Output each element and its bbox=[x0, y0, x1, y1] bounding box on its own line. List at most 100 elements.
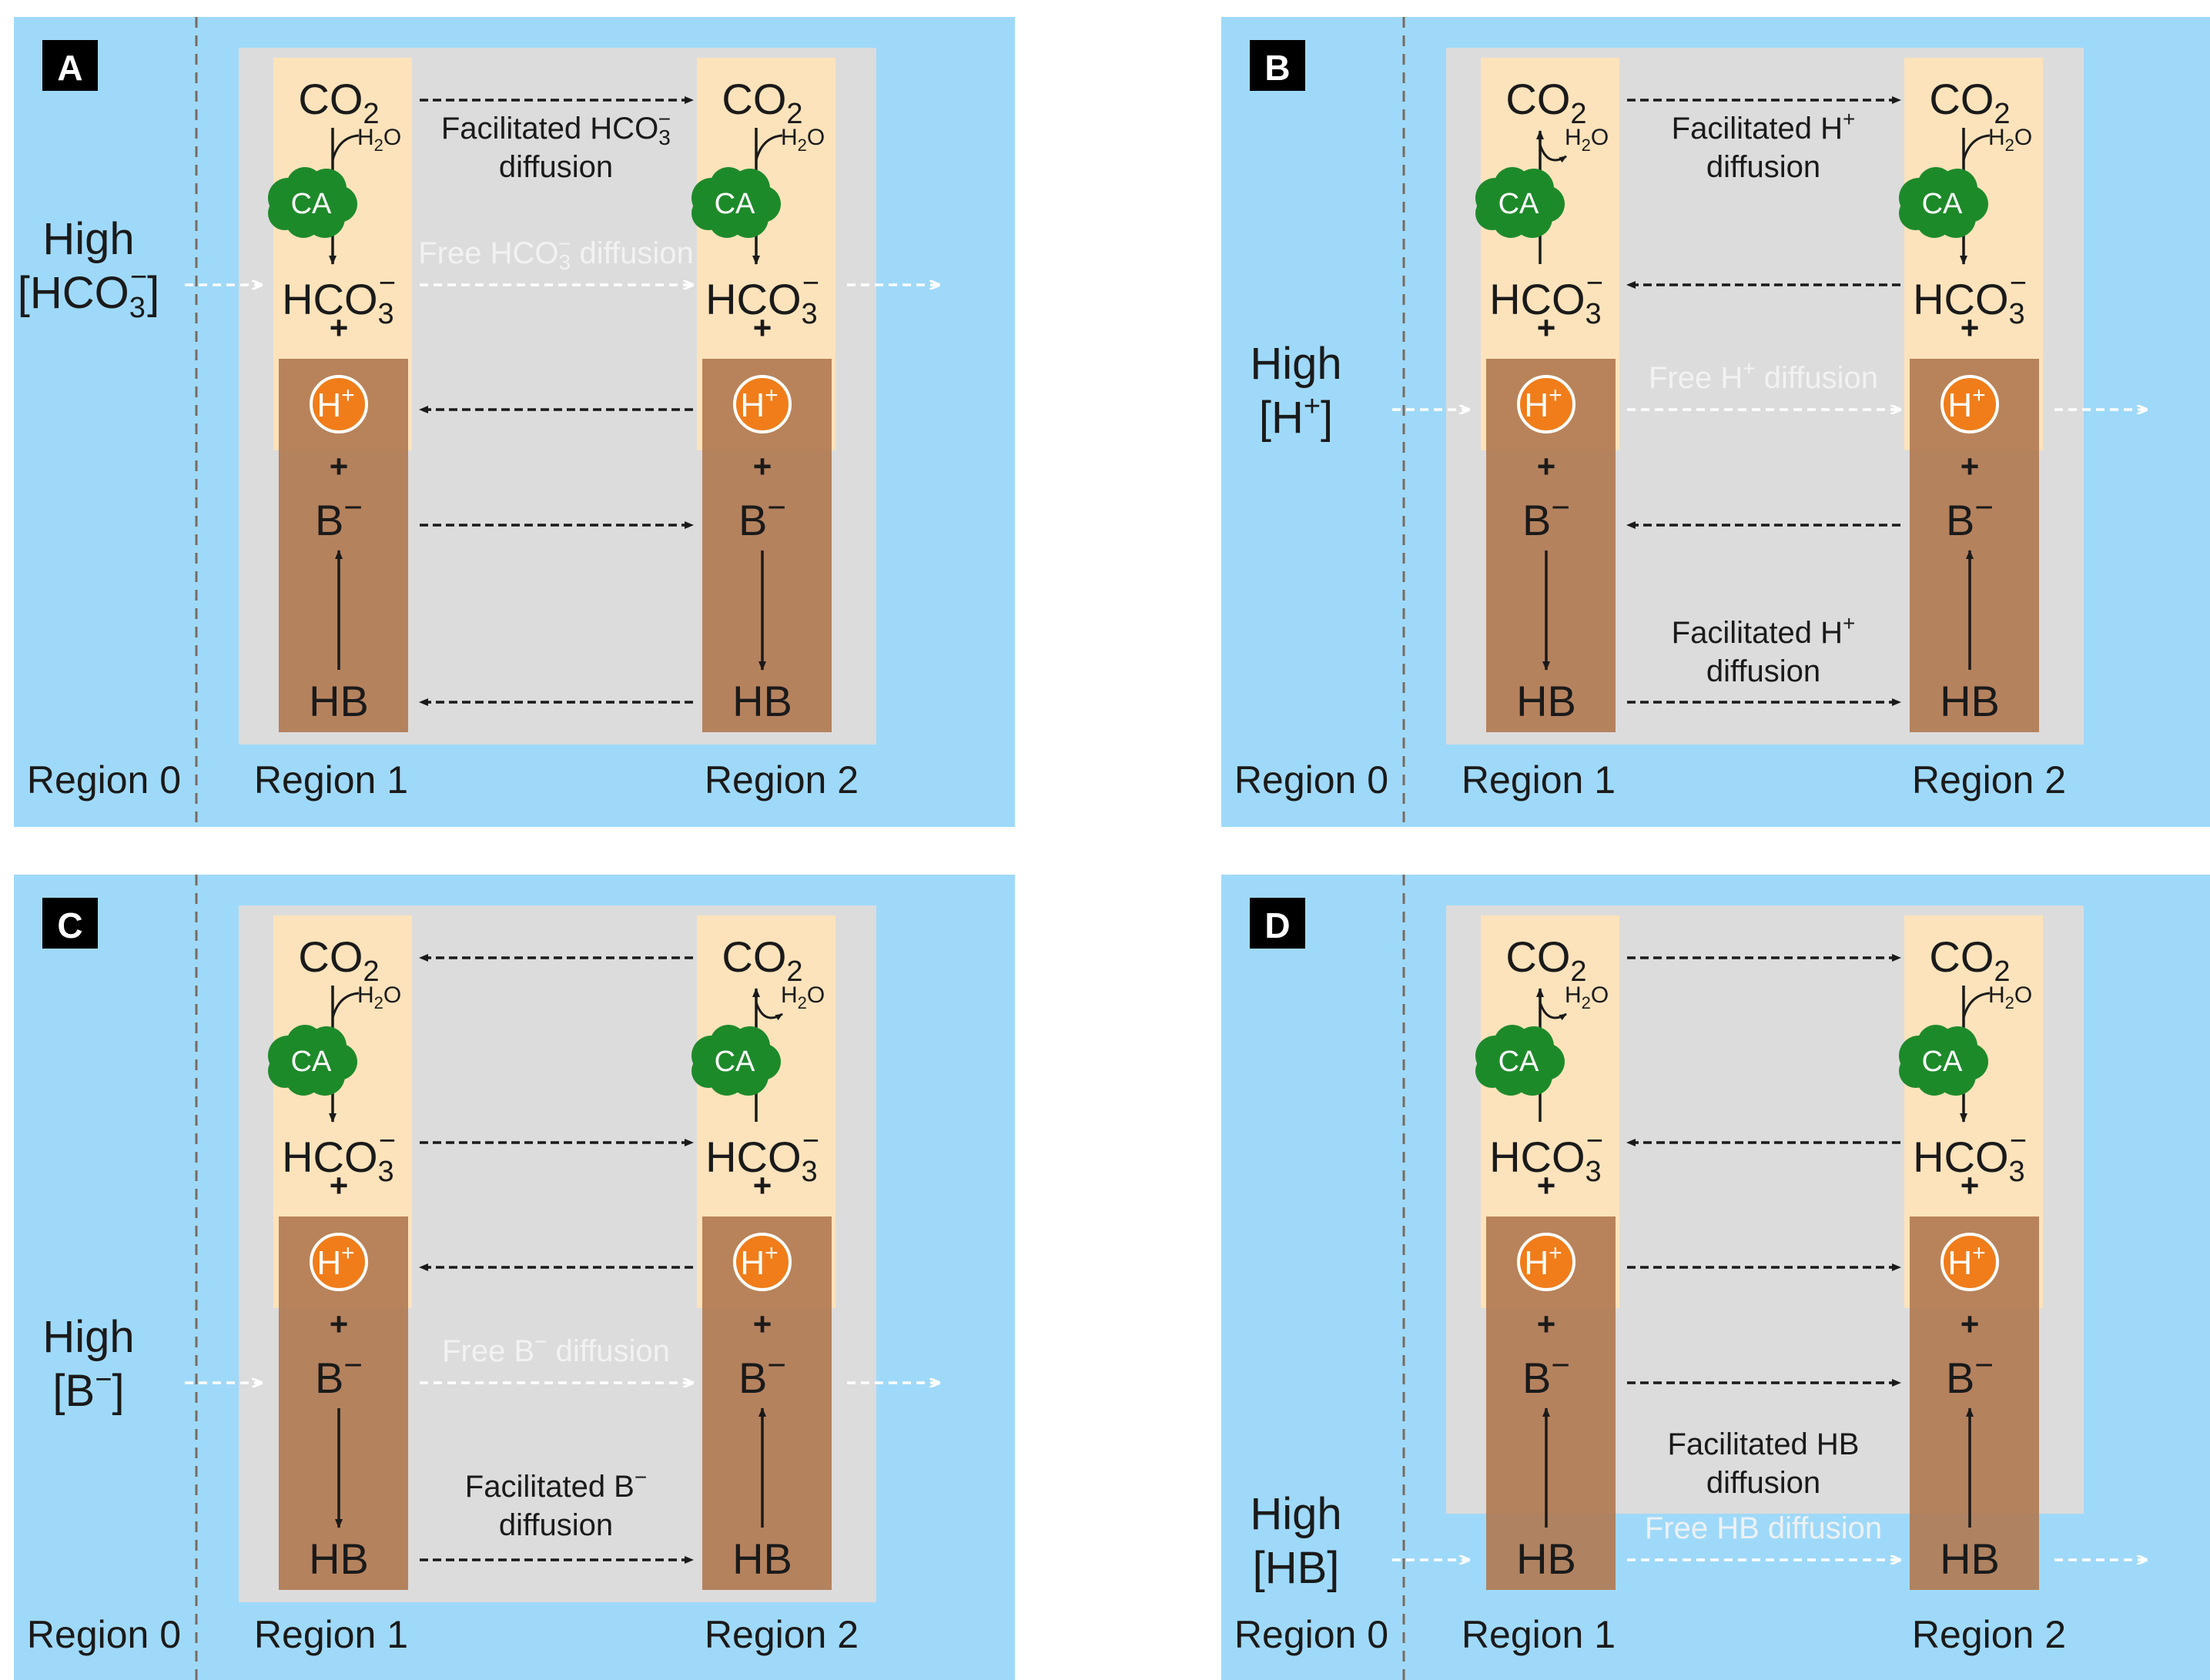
plus-sign: + bbox=[1537, 448, 1556, 484]
text-span: [B bbox=[52, 1366, 95, 1416]
plus-sign: + bbox=[1961, 1167, 1980, 1203]
text-span: HCO bbox=[1913, 275, 2008, 323]
high-concentration-label: High bbox=[1250, 1489, 1341, 1539]
text-span: O bbox=[1591, 982, 1609, 1008]
h2o-label: H2O bbox=[357, 125, 401, 155]
text-span: diffusion bbox=[499, 1508, 613, 1542]
text-span: + bbox=[1537, 1167, 1556, 1203]
region-0-label: Region 0 bbox=[27, 758, 181, 802]
facilitated-label-line2: diffusion bbox=[1706, 654, 1820, 688]
text-span: 3 bbox=[378, 1156, 394, 1188]
text-span: Free HCO bbox=[418, 236, 558, 270]
high-concentration-species: [B−] bbox=[52, 1364, 124, 1416]
text-span: HCO bbox=[705, 275, 801, 323]
text-span: 2 bbox=[1994, 955, 2010, 988]
ca-label: CA bbox=[291, 1046, 332, 1078]
proton-label: H+ bbox=[1524, 1240, 1562, 1282]
proton-label: H+ bbox=[316, 1240, 354, 1282]
plus-sign: + bbox=[330, 310, 349, 346]
plus-sign: + bbox=[753, 1167, 772, 1203]
text-span: 3 bbox=[558, 250, 571, 274]
region-1-label: Region 1 bbox=[254, 1613, 408, 1656]
text-span: + bbox=[765, 383, 779, 408]
text-span: 2 bbox=[1994, 98, 2010, 130]
text-span: CO bbox=[1929, 75, 1994, 123]
region-2-label: Region 2 bbox=[1912, 1613, 2066, 1656]
proton-badge: H+ bbox=[1517, 375, 1575, 433]
proton-circle bbox=[310, 375, 368, 433]
facilitated-label-line2: diffusion bbox=[1706, 1466, 1820, 1500]
text-span: [HCO bbox=[18, 268, 129, 318]
text-span: + bbox=[1972, 1240, 1986, 1266]
text-span: 2 bbox=[2005, 136, 2014, 155]
h2o-label: H2O bbox=[781, 982, 825, 1012]
co2-label: CO2 bbox=[1929, 932, 2010, 988]
text-span: 2 bbox=[363, 955, 379, 988]
hb-label: HB bbox=[1940, 677, 2000, 725]
text-span: CO bbox=[1505, 75, 1570, 123]
text-span: O bbox=[383, 982, 401, 1008]
hco3-label: HCO3− bbox=[282, 267, 396, 330]
text-span: O bbox=[807, 125, 825, 150]
text-span: CA bbox=[1498, 188, 1539, 220]
text-span: B bbox=[1264, 48, 1290, 88]
panel-letter: C bbox=[57, 905, 82, 945]
proton-label: H+ bbox=[1524, 383, 1562, 424]
text-span: 3 bbox=[658, 125, 671, 149]
panel-letter: B bbox=[1264, 48, 1290, 88]
ca-label: CA bbox=[1922, 1046, 1963, 1078]
ca-blob bbox=[285, 176, 337, 229]
text-span: 3 bbox=[802, 1156, 818, 1188]
text-span: + bbox=[1961, 1306, 1980, 1342]
text-span: 2 bbox=[374, 993, 383, 1012]
text-span: Region 1 bbox=[254, 758, 408, 802]
text-span: + bbox=[1537, 310, 1556, 346]
hb-label: HB bbox=[732, 1534, 792, 1583]
ca-label: CA bbox=[1498, 1046, 1539, 1078]
text-span: + bbox=[753, 1167, 772, 1203]
text-span: B bbox=[315, 496, 343, 544]
text-span: H bbox=[316, 1244, 341, 1282]
text-span: H bbox=[1947, 387, 1972, 424]
text-span: Region 0 bbox=[1234, 758, 1388, 802]
text-span: CA bbox=[1498, 1046, 1539, 1078]
proton-circle bbox=[733, 375, 792, 433]
text-span: diffusion bbox=[1756, 361, 1878, 395]
proton-circle bbox=[733, 1233, 792, 1291]
plus-sign: + bbox=[330, 448, 349, 484]
text-span: HB bbox=[732, 1534, 792, 1583]
text-span: diffusion bbox=[547, 1334, 670, 1368]
b-minus-label: B− bbox=[1946, 1347, 1994, 1402]
high-concentration-species: [H+] bbox=[1259, 390, 1333, 443]
text-span: + bbox=[1537, 448, 1556, 484]
facilitated-label: Facilitated H+ bbox=[1672, 107, 1856, 146]
free-diffusion-label: Free HB diffusion bbox=[1645, 1511, 1882, 1545]
text-span: HB bbox=[1940, 1534, 2000, 1583]
text-span: Region 2 bbox=[705, 1613, 859, 1656]
text-span: − bbox=[95, 1364, 112, 1396]
hco3-label: HCO3− bbox=[282, 1125, 396, 1188]
text-span: + bbox=[753, 448, 772, 484]
text-span: B bbox=[1522, 496, 1551, 544]
region-2-label: Region 2 bbox=[1912, 758, 2066, 802]
text-span: − bbox=[767, 1347, 786, 1383]
text-span: − bbox=[635, 1465, 647, 1489]
text-span: B bbox=[1522, 1354, 1551, 1402]
panel-a: CO2H2OCAHCO3−+H++B−HBCO2H2OCAHCO3−+H++B−… bbox=[14, 17, 1015, 827]
text-span: 2 bbox=[798, 136, 807, 155]
text-span: H bbox=[316, 387, 341, 424]
hco3-label: HCO3− bbox=[1489, 267, 1603, 330]
text-span: + bbox=[330, 1167, 349, 1203]
text-span: + bbox=[1961, 1167, 1980, 1203]
panel-letter: D bbox=[1264, 905, 1290, 945]
proton-label: H+ bbox=[1947, 1240, 1985, 1282]
hco3-label: HCO3− bbox=[705, 267, 819, 330]
text-span: HCO bbox=[282, 1133, 377, 1181]
text-span: − bbox=[130, 261, 147, 293]
panel-letter-badge bbox=[42, 898, 98, 949]
text-span: − bbox=[1551, 489, 1570, 525]
text-span: A bbox=[57, 48, 82, 88]
b-minus-label: B− bbox=[1946, 489, 1994, 544]
text-span: Region 1 bbox=[1462, 1613, 1616, 1656]
